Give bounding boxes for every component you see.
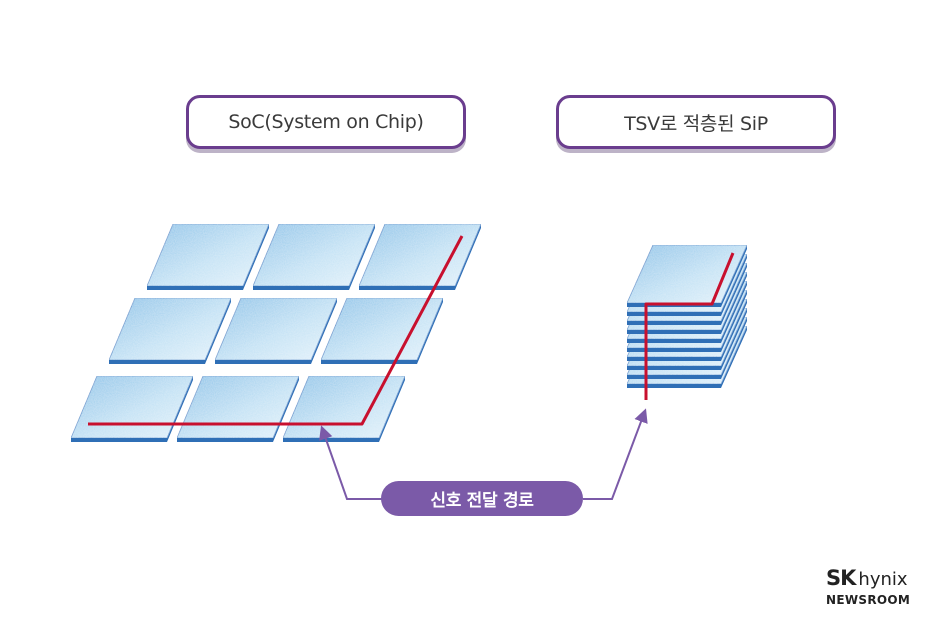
soc-tile-r2c1-face bbox=[108, 297, 232, 361]
logo-brand-light: hynix bbox=[858, 569, 908, 590]
soc-tile-r1c1-face bbox=[146, 223, 270, 287]
sip-title-label: TSV로 적층된 SiP bbox=[556, 95, 836, 149]
soc-tile-r3c1-face bbox=[70, 375, 194, 439]
soc-tile-r1c3 bbox=[358, 223, 482, 290]
logo-subtitle: NEWSROOM bbox=[826, 593, 911, 607]
soc-signal-path bbox=[88, 235, 464, 426]
soc-tile-r1c1 bbox=[146, 223, 270, 290]
soc-chip-grid bbox=[70, 223, 482, 442]
soc-tile-r1c3-face bbox=[358, 223, 482, 287]
signal-path-label: 신호 전달 경로 bbox=[381, 481, 583, 516]
signal-arrow-sip bbox=[583, 408, 648, 500]
soc-title-label: SoC(System on Chip) bbox=[186, 95, 466, 149]
logo-brand-bold: SK bbox=[826, 566, 856, 590]
soc-tile-r3c3 bbox=[282, 375, 406, 442]
soc-tile-r3c3-face bbox=[282, 375, 406, 439]
soc-tile-r2c1 bbox=[108, 297, 232, 364]
soc-tile-r1c2-face bbox=[252, 223, 376, 287]
soc-tile-r3c1 bbox=[70, 375, 194, 442]
soc-tile-r1c2 bbox=[252, 223, 376, 290]
soc-tile-r3c2-face bbox=[176, 375, 300, 439]
soc-tile-r3c2 bbox=[176, 375, 300, 442]
soc-tile-r2c2 bbox=[214, 297, 338, 364]
soc-tile-r2c3-face bbox=[320, 297, 444, 361]
soc-tile-r2c3 bbox=[320, 297, 444, 364]
signal-arrow-soc bbox=[319, 425, 383, 500]
sip-signal-path bbox=[644, 252, 735, 400]
soc-tile-r2c2-face bbox=[214, 297, 338, 361]
